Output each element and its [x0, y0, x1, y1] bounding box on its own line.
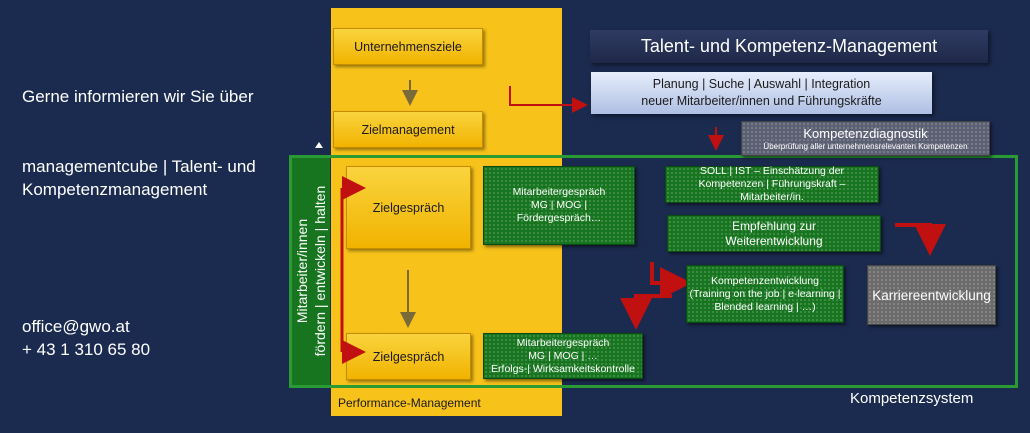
- planung-line-2: neuer Mitarbeiter/innen und Führungskräf…: [641, 94, 882, 108]
- diag-subtitle: Überprüfung aller unternehmensrelevanten…: [763, 141, 968, 151]
- planung-line-1: Planung | Suche | Auswahl | Integration: [652, 77, 871, 91]
- mg-bottom-line-1: Mitarbeitergespräch: [516, 336, 610, 349]
- mitarbeiter-panel: Mitarbeiter/innen fördern | entwickeln |…: [292, 158, 330, 385]
- kompent-line-2: (Training on the job | e-learning |: [689, 287, 841, 300]
- mg-top-line-3: Fördergespräch…: [516, 212, 602, 224]
- kompetenzentwicklung-box: Kompetenzentwicklung (Training on the jo…: [686, 265, 844, 323]
- kompetenzsystem-label: Kompetenzsystem: [850, 390, 974, 407]
- product-line-1: managementcube | Talent- und: [22, 157, 256, 176]
- performance-label: Performance-Management: [338, 396, 481, 410]
- empf-line-2: Weiterentwicklung: [725, 233, 823, 248]
- arrow-red-to-planung: [509, 86, 588, 113]
- karriereentwicklung-box: Karriereentwicklung: [867, 265, 996, 325]
- phone-text: + 43 1 310 65 80: [22, 340, 151, 359]
- empf-line-1: Empfehlung zur: [731, 218, 817, 233]
- kompent-line-3: Blended learning | …): [714, 300, 816, 313]
- mg-bottom-line-2: MG | MOG | …: [528, 349, 598, 362]
- mg-bottom-box: Mitarbeitergespräch MG | MOG | … Erfolgs…: [483, 333, 643, 379]
- kompent-line-1: Kompetenzentwicklung: [711, 274, 819, 287]
- intro-text: Gerne informieren wir Sie über: [22, 87, 254, 106]
- mg-top-line-2: MG | MOG |: [530, 199, 588, 211]
- kompetenzdiagnostik-box: Kompetenzdiagnostik Überprüfung aller un…: [741, 121, 990, 156]
- mg-top-box: Mitarbeitergespräch MG | MOG | Förderges…: [483, 166, 635, 245]
- zielgespraech-bottom-box: Zielgespräch: [346, 333, 471, 380]
- mg-bottom-line-3: Erfolgs-| Wirksamkeitskontrolle: [491, 362, 635, 375]
- arrow-red-to-karriere: [895, 223, 946, 256]
- email-text[interactable]: office@gwo.at: [22, 317, 130, 336]
- arrow-red-to-mg-bottom: [620, 294, 672, 330]
- unternehmensziele-box: Unternehmensziele: [333, 28, 483, 65]
- product-line-2: Kompetenzmanagement: [22, 180, 208, 199]
- soll-line-2: Kompetenzen | Führungskraft – Mitarbeite…: [698, 178, 846, 203]
- soll-line-1: SOLL | IST – Einschätzung der: [700, 165, 844, 177]
- header-bar: Talent- und Kompetenz-Management: [590, 30, 988, 63]
- soll-ist-box: SOLL | IST – Einschätzung der Kompetenze…: [665, 165, 879, 203]
- mg-top-line-1: Mitarbeitergespräch: [512, 186, 606, 198]
- zielmanagement-box: Zielmanagement: [333, 111, 483, 148]
- arrow-red-to-kompent: [650, 262, 692, 299]
- zielgespraech-top-box: Zielgespräch: [346, 166, 471, 249]
- kompetenzsystem-frame: [289, 155, 1018, 388]
- planung-box: Planung | Suche | Auswahl | Integration …: [591, 72, 932, 114]
- empfehlung-box: Empfehlung zur Weiterentwicklung: [667, 215, 881, 252]
- marker-triangle: [315, 142, 323, 148]
- diag-title: Kompetenzdiagnostik: [803, 125, 928, 141]
